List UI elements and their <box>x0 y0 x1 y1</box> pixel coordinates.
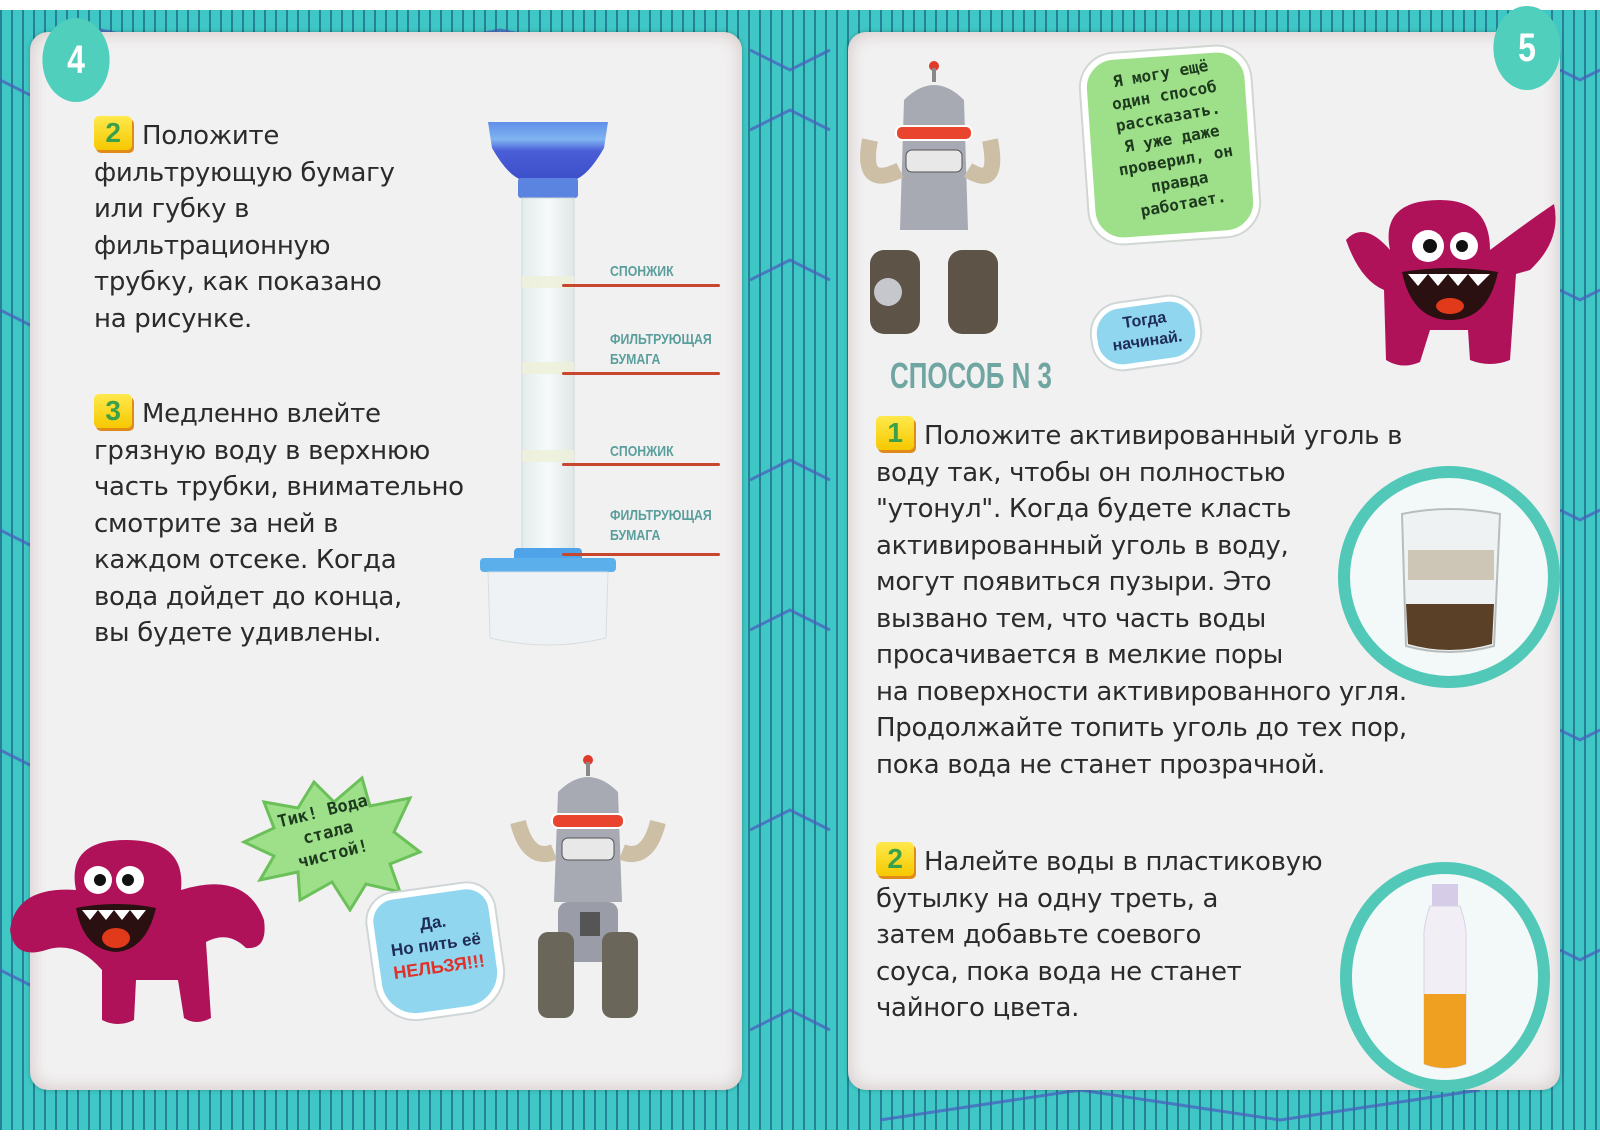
leader-line <box>562 463 720 466</box>
leader-line <box>562 553 720 556</box>
pink-monster-character <box>1346 200 1556 366</box>
robot-character <box>510 755 666 1018</box>
tube-label-sponge-2: СПОНЖИК <box>610 443 674 460</box>
method-title: СПОСОБ N 3 <box>890 355 1052 396</box>
soy-sauce-bottle-photo <box>1340 862 1550 1092</box>
robot-character <box>860 61 1001 334</box>
robot-speech-right: Я могу ещё один способ рассказать. Я уже… <box>1110 55 1235 221</box>
step-number-badge: 3 <box>94 394 132 428</box>
page-number-right: 5 <box>1493 6 1561 90</box>
step-number-badge: 1 <box>876 416 914 450</box>
beaker-charcoal-photo <box>1338 466 1560 688</box>
leader-line <box>562 372 720 375</box>
pink-monster-character <box>10 840 265 1024</box>
leader-line <box>562 284 720 287</box>
tube-label-sponge-1: СПОНЖИК <box>610 263 674 280</box>
green-burst-bubble <box>240 775 424 912</box>
step-number-badge: 2 <box>876 842 914 876</box>
step-number-badge: 2 <box>94 116 132 150</box>
page-number-left: 4 <box>42 18 110 102</box>
filter-tube-illustration <box>480 122 616 646</box>
